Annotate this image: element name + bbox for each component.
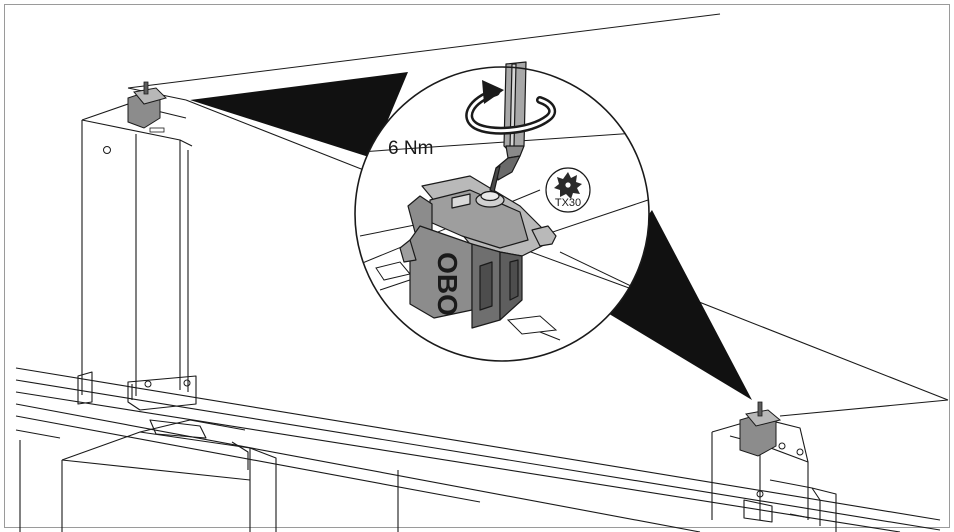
- logo-text: OBO: [432, 252, 463, 316]
- mounting-holes: [103, 146, 804, 498]
- magnifier-ring: [354, 66, 650, 362]
- rotation-arrow-icon: [465, 80, 557, 135]
- bit-label: TX30: [555, 197, 581, 209]
- rail-top: [15, 367, 941, 521]
- clamp-small-left: [127, 81, 167, 133]
- module-top-edge: [127, 13, 721, 89]
- torque-label: 6 Nm: [388, 138, 433, 159]
- clamp-detail: [399, 175, 557, 329]
- torx-bit-icon: TX30: [545, 167, 591, 213]
- callout-pointer-left: [190, 72, 408, 158]
- detail-magnifier: OBO 6 Nm TX30: [354, 61, 650, 362]
- left-clamp-base: [127, 375, 197, 411]
- scene-linework: [15, 13, 949, 532]
- clamp-small-right: [739, 401, 782, 457]
